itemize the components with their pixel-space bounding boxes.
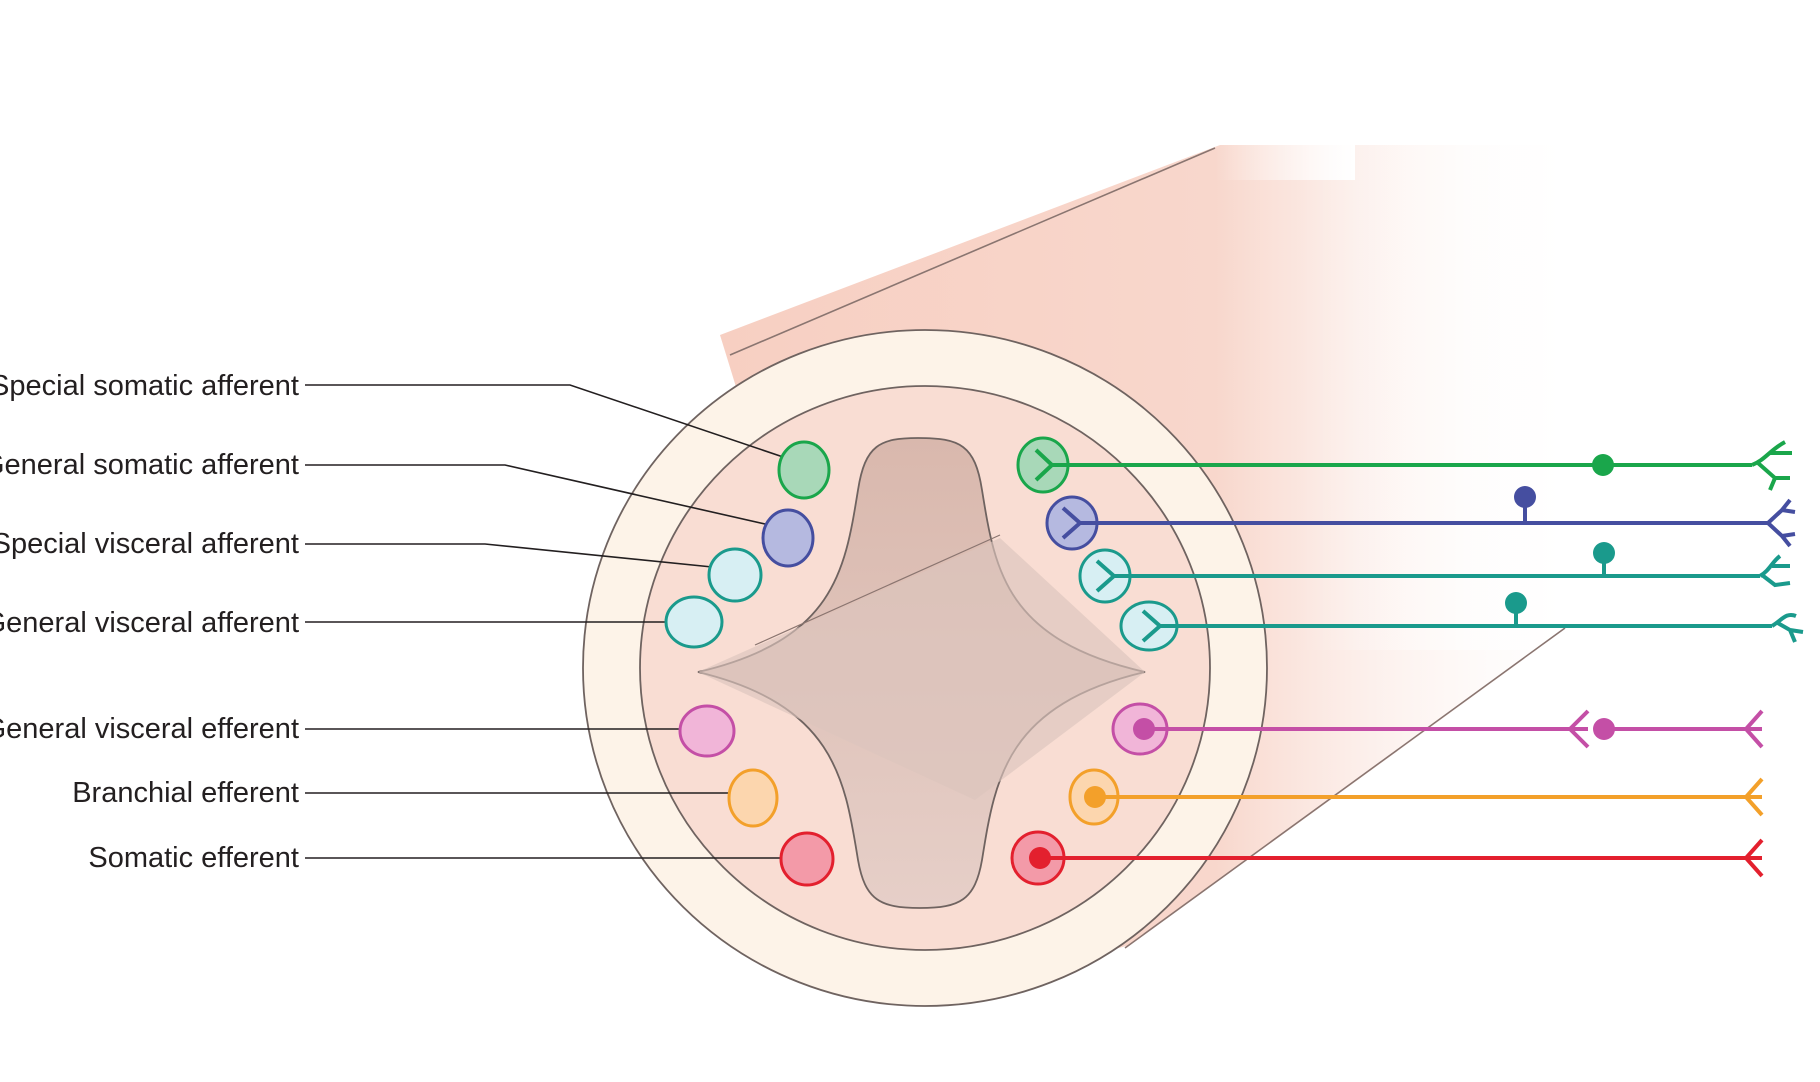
tube-upper-edge [729,147,1216,356]
pathway-general-somatic-afferent [1045,486,1796,551]
leader-lines [305,384,793,859]
terminal-branchial-efferent [1743,777,1764,817]
receptor-general-visceral-afferent [1770,613,1804,643]
leader-special-visceral-afferent [305,543,723,569]
receptor-general-somatic-afferent [1766,498,1796,548]
label-special-visceral-afferent: Special visceral afferent [0,528,299,560]
terminal-somatic-efferent [1743,838,1764,878]
nucleus-general-visceral-efferent-left [678,704,736,758]
nucleus-branchial-efferent-left [727,768,779,828]
pathway-general-visceral-afferent [1119,592,1804,652]
label-somatic-efferent: Somatic efferent [88,842,299,874]
pathway-special-somatic-afferent [1016,436,1792,494]
pathway-general-visceral-efferent [1111,702,1764,756]
ganglion-special-visceral-afferent [1593,542,1615,564]
label-general-visceral-efferent: General visceral efferent [0,713,299,745]
pathway-special-visceral-afferent [1078,542,1791,604]
label-special-somatic-afferent: Special somatic afferent [0,370,299,402]
ganglion-special-somatic-afferent [1592,454,1614,476]
label-branchial-efferent: Branchial efferent [72,777,299,809]
leader-special-somatic-afferent [305,384,793,461]
pathway-branchial-efferent [1068,768,1764,826]
ganglion-general-visceral-afferent [1505,592,1527,614]
nucleus-general-somatic-afferent-left [761,508,815,568]
labels: Special somatic afferent General somatic… [0,370,299,874]
terminal-general-visceral-efferent [1743,709,1764,749]
tube-lower-edge [1124,627,1566,949]
label-general-somatic-afferent: General somatic afferent [0,449,299,481]
left-nuclei [664,440,835,887]
nucleus-general-visceral-afferent-left [664,595,724,649]
central-ventricle [697,437,1146,909]
receptor-special-visceral-afferent [1758,554,1791,588]
leader-general-somatic-afferent [305,464,779,528]
nucleus-special-visceral-afferent-left [707,547,763,603]
ganglion-general-somatic-afferent [1514,486,1536,508]
pathway-somatic-efferent [1010,830,1764,886]
nucleus-special-somatic-afferent-left [777,440,831,500]
label-general-visceral-afferent: General visceral afferent [0,607,299,639]
nucleus-somatic-efferent-left [779,831,835,887]
receptor-special-somatic-afferent [1751,440,1792,491]
